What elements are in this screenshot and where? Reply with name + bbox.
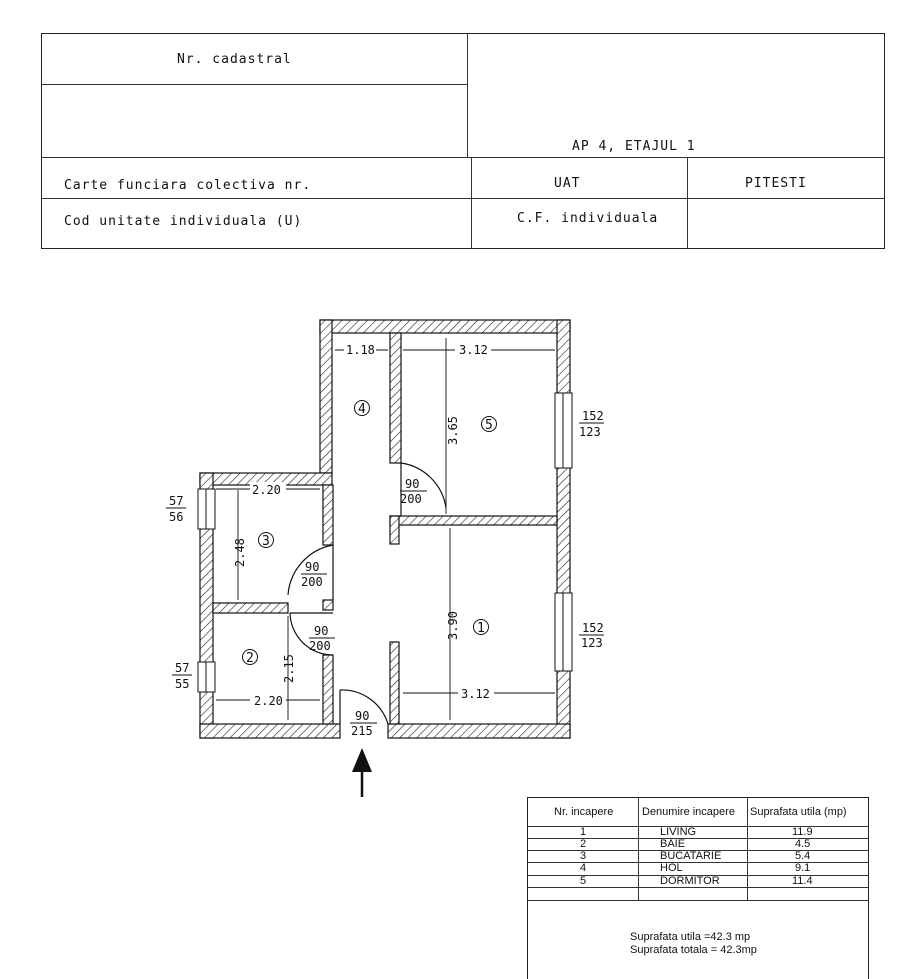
window-dormitor-width: 152 bbox=[582, 409, 604, 423]
table-cell: 11.9 bbox=[792, 826, 813, 838]
table-cell: 3 bbox=[580, 850, 587, 862]
dim-baie-depth: 2.15 bbox=[282, 654, 296, 683]
wall bbox=[322, 599, 334, 611]
wall bbox=[322, 654, 334, 725]
table-cell: 1 bbox=[580, 826, 587, 838]
dim-dormitor-depth: 3.65 bbox=[446, 416, 460, 445]
wall bbox=[389, 515, 400, 545]
wall bbox=[387, 723, 571, 739]
door-bucatarie-width: 90 bbox=[305, 560, 319, 574]
wall bbox=[389, 332, 402, 464]
door-labels: 90 200 90 200 90 200 90 215 bbox=[301, 477, 427, 738]
wall bbox=[556, 319, 571, 739]
table-cell: 11.4 bbox=[792, 875, 813, 887]
table-cell: 9.1 bbox=[795, 862, 811, 874]
room-number-4: 4 bbox=[358, 402, 366, 417]
table-cell: 2 bbox=[580, 838, 587, 850]
table-cell: DORMITOR bbox=[660, 875, 720, 887]
wall bbox=[319, 319, 571, 334]
room-number-1: 1 bbox=[477, 621, 485, 636]
dim-bucatarie-depth: 2.48 bbox=[233, 538, 247, 567]
dim-living-depth: 3.90 bbox=[446, 611, 460, 640]
room-number-3: 3 bbox=[262, 534, 270, 549]
window-living-width: 152 bbox=[582, 621, 604, 635]
door-entrance-width: 90 bbox=[355, 709, 369, 723]
header-divider bbox=[471, 157, 472, 248]
door-baie-height: 200 bbox=[309, 639, 331, 653]
rooms-table: Nr. incapere Denumire incapere Suprafata… bbox=[527, 797, 869, 979]
window-dormitor-height: 123 bbox=[579, 425, 601, 439]
window-living-height: 123 bbox=[581, 636, 603, 650]
table-cell: BAIE bbox=[660, 838, 686, 850]
table-cell: 5 bbox=[580, 875, 587, 887]
room-number-5: 5 bbox=[485, 418, 493, 433]
cf-individuala-label: C.F. individuala bbox=[517, 211, 659, 226]
walls bbox=[199, 319, 571, 739]
dimension-lines bbox=[216, 338, 555, 720]
table-cell: LIVING bbox=[660, 826, 697, 838]
header-divider bbox=[467, 34, 468, 157]
apartment-label: AP 4, ETAJUL 1 bbox=[572, 139, 696, 154]
table-header: Suprafata utila (mp) bbox=[750, 806, 847, 818]
door-swing bbox=[287, 544, 334, 600]
table-cell: 4.5 bbox=[795, 838, 811, 850]
table-cell: 5.4 bbox=[795, 850, 811, 862]
uat-value: PITESTI bbox=[745, 176, 807, 191]
dim-bucatarie-width: 2.20 bbox=[252, 483, 281, 497]
cod-unitate-label: Cod unitate individuala (U) bbox=[64, 214, 303, 229]
dim-baie-width: 2.20 bbox=[254, 694, 283, 708]
dim-living-width: 3.12 bbox=[461, 687, 490, 701]
wall bbox=[389, 515, 558, 526]
suprafata-utila: Suprafata utila =42.3 mp bbox=[630, 931, 751, 943]
entrance-arrow-icon bbox=[352, 748, 372, 797]
door-dormitor-width: 90 bbox=[405, 477, 419, 491]
header-divider bbox=[42, 157, 884, 158]
wall bbox=[199, 723, 341, 739]
table-cell: 4 bbox=[580, 862, 587, 874]
room-markers: 4 5 3 1 2 bbox=[242, 400, 497, 666]
uat-label: UAT bbox=[554, 176, 581, 191]
dim-dormitor-width: 3.12 bbox=[459, 343, 488, 357]
window-bucatarie-height: 56 bbox=[169, 510, 183, 524]
window-bucatarie-width: 57 bbox=[169, 494, 183, 508]
room-number-2: 2 bbox=[246, 651, 254, 666]
floor-plan: 1.18 3.12 3.65 3.90 3.12 2.20 2.48 2.20 … bbox=[166, 319, 604, 797]
door-bucatarie-height: 200 bbox=[301, 575, 323, 589]
cf-colectiva-label: Carte funciara colectiva nr. bbox=[64, 178, 312, 193]
wall bbox=[319, 319, 333, 474]
door-swing bbox=[339, 689, 389, 725]
wall bbox=[322, 484, 334, 546]
dim-hol-width: 1.18 bbox=[346, 343, 375, 357]
table-header: Nr. incapere bbox=[554, 806, 614, 818]
table-cell: BUCATARIE bbox=[660, 850, 722, 862]
door-entrance-height: 215 bbox=[351, 724, 373, 738]
wall bbox=[389, 641, 400, 725]
nr-cadastral-label: Nr. cadastral bbox=[177, 52, 292, 67]
window-baie-width: 57 bbox=[175, 661, 189, 675]
door-swing bbox=[400, 462, 447, 516]
door-baie-width: 90 bbox=[314, 624, 328, 638]
table-cell: HOL bbox=[660, 862, 683, 874]
window-baie-height: 55 bbox=[175, 677, 189, 691]
header-divider bbox=[42, 84, 467, 85]
table-header: Denumire incapere bbox=[642, 806, 735, 818]
wall bbox=[212, 602, 289, 614]
header-divider bbox=[687, 157, 688, 248]
cadastral-header-table: Nr. cadastral AP 4, ETAJUL 1 Carte funci… bbox=[41, 33, 885, 249]
door-swing bbox=[289, 612, 334, 656]
doors bbox=[287, 462, 447, 725]
suprafata-totala: Suprafata totala = 42.3mp bbox=[630, 944, 757, 956]
dimension-labels: 1.18 3.12 3.65 3.90 3.12 2.20 2.48 2.20 … bbox=[233, 342, 494, 708]
window-labels: 152 123 152 123 57 56 57 55 bbox=[166, 409, 604, 691]
windows bbox=[197, 392, 573, 693]
door-dormitor-height: 200 bbox=[400, 492, 422, 506]
header-divider bbox=[42, 198, 884, 199]
